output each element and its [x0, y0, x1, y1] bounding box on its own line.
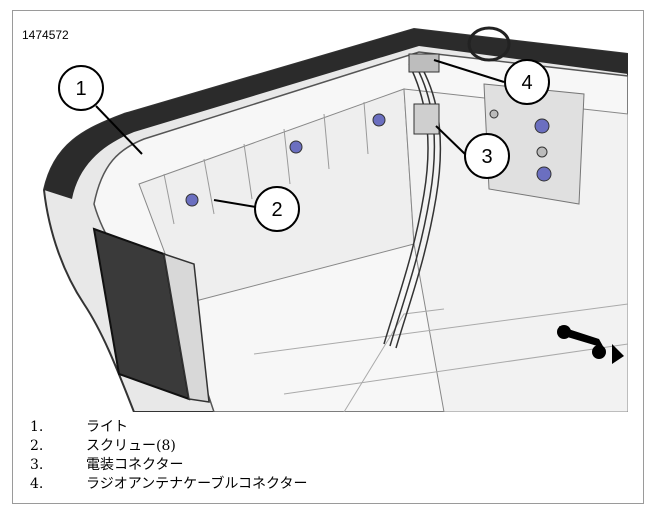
legend-item-number: 2. [30, 438, 44, 454]
legend-item-text: ライト [86, 419, 128, 435]
legend-item: 2. スクリュー(8) [30, 437, 307, 456]
legend-item-number: 1. [30, 419, 44, 435]
legend-item: 1. ライト [30, 418, 307, 437]
side-light-bezel [163, 252, 210, 403]
callout-1: 1 [58, 65, 104, 111]
panel-screw [536, 166, 552, 182]
callout-2: 2 [254, 186, 300, 232]
callout-4-label: 4 [521, 72, 532, 94]
antenna-connector [408, 53, 440, 73]
legend-item-text: ラジオアンテナケーブルコネクター [86, 476, 308, 492]
light-screw [289, 140, 303, 154]
legend-item-text: スクリュー(8) [86, 438, 176, 454]
tour-pak-illustration: 1 2 3 4 [42, 26, 628, 412]
legend-item-number: 3. [30, 457, 44, 473]
callout-3-label: 3 [481, 146, 492, 168]
legend-item-text: 電装コネクター [86, 457, 184, 473]
panel-screw [534, 118, 550, 134]
light-screw [185, 193, 199, 207]
figure-id: 1474572 [22, 28, 69, 42]
callout-3: 3 [464, 133, 510, 179]
electrical-connector [413, 103, 440, 135]
legend-list: 1. ライト 2. スクリュー(8) 3. 電装コネクター 4. ラジオアンテナ… [30, 418, 307, 494]
legend-item-number: 4. [30, 476, 44, 492]
antenna-cable-loop [467, 26, 511, 62]
callout-4: 4 [504, 59, 550, 105]
legend-item: 3. 電装コネクター [30, 456, 307, 475]
panel-screw [536, 146, 548, 158]
callout-leaders [95, 59, 505, 208]
box-rim [44, 29, 628, 199]
legend-item: 4. ラジオアンテナケーブルコネクター [30, 475, 307, 494]
floor-lines [253, 303, 628, 412]
callout-1-label: 1 [75, 78, 86, 100]
wiring-harness [383, 63, 442, 349]
wall-ribs [163, 101, 369, 225]
motorcycle-direction-icon [557, 325, 624, 364]
callout-2-label: 2 [271, 199, 282, 221]
light-screw [372, 113, 386, 127]
panel-screw [489, 109, 499, 119]
